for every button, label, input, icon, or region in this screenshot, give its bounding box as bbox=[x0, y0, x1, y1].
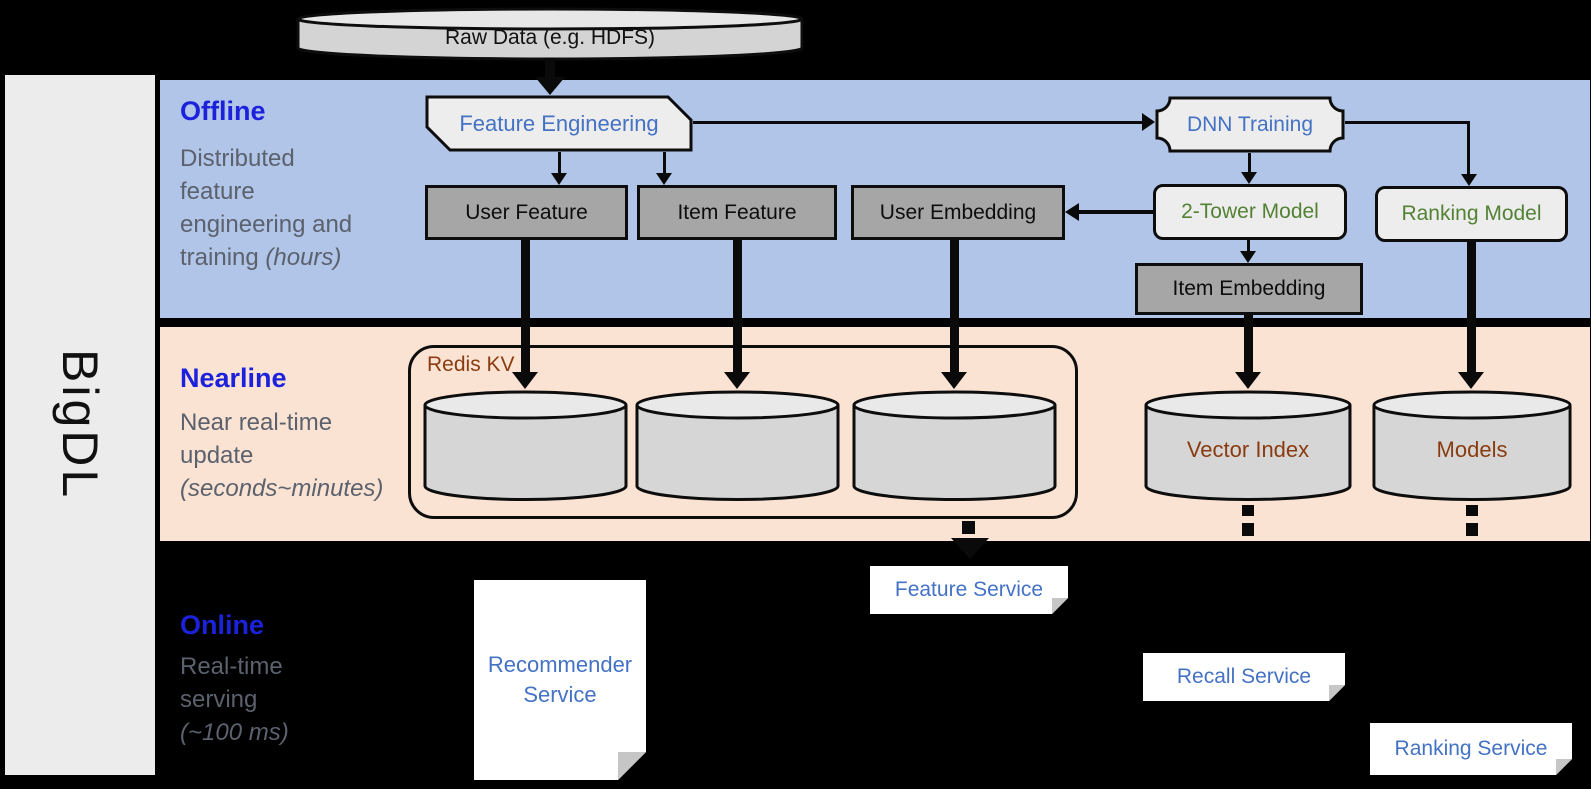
arrow-twotower-to-userembedding bbox=[1079, 210, 1153, 214]
node-feature-engineering: Feature Engineering bbox=[425, 95, 693, 152]
arrow-dnn-to-rankingmodel-v bbox=[1467, 121, 1470, 174]
dashed-link-vectorindex-1 bbox=[1242, 505, 1254, 516]
two-tower-model-label: 2-Tower Model bbox=[1181, 200, 1319, 223]
online-desc-line3: (~100 ms) bbox=[180, 719, 289, 746]
node-item-embedding: Item Embedding bbox=[1135, 263, 1363, 315]
feature-engineering-shape-icon bbox=[425, 95, 693, 152]
redis-kv-label: Redis KV bbox=[427, 353, 515, 376]
redis-kv-container bbox=[408, 345, 1078, 519]
node-user-embedding: User Embedding bbox=[851, 185, 1065, 240]
cylinder-redis-1 bbox=[423, 390, 628, 502]
online-desc-line1: Real-time bbox=[180, 653, 283, 680]
cylinder-redis-2 bbox=[635, 390, 840, 502]
arrowhead-left-icon bbox=[1065, 203, 1079, 221]
dashed-link-vectorindex-2 bbox=[1242, 523, 1254, 536]
offline-title: Offline bbox=[180, 96, 266, 126]
recall-service-label: Recall Service bbox=[1176, 665, 1312, 688]
offline-description: Distributed feature engineering and trai… bbox=[180, 142, 430, 274]
node-models: Models bbox=[1372, 390, 1572, 502]
offline-desc-line1: Distributed bbox=[180, 145, 295, 172]
vector-index-label: Vector Index bbox=[1186, 437, 1310, 463]
arrow-dnn-to-rankingmodel-h bbox=[1345, 121, 1470, 124]
arrowhead-right-icon bbox=[1142, 113, 1155, 131]
pipe-userembedding-to-redis bbox=[950, 240, 959, 372]
user-embedding-label: User Embedding bbox=[879, 200, 1037, 224]
pipe-userfeature-to-redis bbox=[521, 240, 530, 372]
nearline-desc-line3: (seconds~minutes) bbox=[180, 475, 384, 502]
online-description: Real-time serving (~100 ms) bbox=[180, 650, 420, 749]
arrow-fe-to-userfeature bbox=[558, 152, 561, 174]
arrow-fe-to-itemfeature bbox=[663, 152, 666, 174]
offline-desc-line3: engineering and bbox=[180, 211, 353, 238]
nearline-desc-line2: update bbox=[180, 442, 254, 469]
arrowhead-down-icon bbox=[1241, 172, 1257, 184]
user-feature-label: User Feature bbox=[465, 200, 588, 224]
node-vector-index: Vector Index bbox=[1144, 390, 1352, 502]
folded-corner-icon bbox=[1556, 759, 1572, 775]
dashed-link-models-2 bbox=[1466, 523, 1478, 536]
cylinder-icon bbox=[852, 390, 1057, 501]
cylinder-icon bbox=[635, 390, 840, 501]
arrow-fe-to-dnn bbox=[693, 121, 1143, 124]
node-recommender-service: Recommender Service bbox=[474, 580, 646, 780]
node-item-feature: Item Feature bbox=[637, 185, 837, 240]
nearline-description: Near real-time update (seconds~minutes) bbox=[180, 406, 440, 505]
arrowhead-down-icon bbox=[941, 372, 967, 389]
arrowhead-down-icon bbox=[1461, 174, 1477, 186]
nearline-title: Nearline bbox=[180, 363, 287, 393]
node-recall-service: Recall Service bbox=[1143, 653, 1345, 701]
arrow-twotower-to-itemembedding bbox=[1247, 240, 1250, 252]
node-feature-service: Feature Service bbox=[870, 566, 1068, 614]
arrow-rawdata-to-fe bbox=[545, 58, 555, 78]
node-ranking-model: Ranking Model bbox=[1375, 186, 1568, 242]
arrowhead-down-icon bbox=[535, 77, 565, 95]
models-label: Models bbox=[1436, 437, 1508, 463]
dashed-link-redis-to-featureservice bbox=[962, 521, 975, 534]
arrowhead-down-icon bbox=[1240, 251, 1256, 263]
arrow-dnn-to-twotower bbox=[1248, 153, 1251, 173]
folded-corner-icon bbox=[618, 752, 646, 780]
cylinder-icon bbox=[423, 390, 628, 501]
cylinder-icon bbox=[1144, 390, 1352, 501]
arrowhead-down-icon bbox=[512, 372, 538, 389]
cylinder-raw-data-icon bbox=[296, 7, 804, 61]
ranking-model-label: Ranking Model bbox=[1401, 202, 1542, 225]
pipe-itemfeature-to-redis bbox=[733, 240, 742, 372]
node-user-feature: User Feature bbox=[425, 185, 628, 240]
folded-corner-icon bbox=[1052, 598, 1068, 614]
cylinder-icon bbox=[1372, 390, 1572, 501]
bigdl-brand-label: BigDL bbox=[52, 349, 108, 501]
cylinder-redis-3 bbox=[852, 390, 1057, 502]
arrowhead-down-icon bbox=[1235, 372, 1261, 389]
raw-data-label: Raw Data (e.g. HDFS) bbox=[444, 26, 656, 49]
dashed-link-models-1 bbox=[1466, 505, 1478, 516]
online-title: Online bbox=[180, 610, 265, 640]
arrowhead-down-icon bbox=[724, 372, 750, 389]
arrowhead-down-icon bbox=[656, 173, 672, 185]
dnn-training-label: DNN Training bbox=[1186, 112, 1314, 136]
bigdl-sidebar: BigDL bbox=[5, 75, 155, 775]
offline-desc-line4: training (hours) bbox=[180, 244, 342, 271]
node-two-tower-model: 2-Tower Model bbox=[1153, 184, 1347, 240]
ranking-service-label: Ranking Service bbox=[1394, 737, 1548, 760]
offline-desc-line2: feature bbox=[180, 178, 255, 205]
arrowhead-down-icon bbox=[551, 173, 567, 185]
arrowhead-down-icon bbox=[1458, 372, 1484, 389]
item-embedding-label: Item Embedding bbox=[1172, 277, 1326, 300]
arrowhead-down-icon bbox=[951, 538, 989, 559]
pipe-itemembedding-to-vectorindex bbox=[1244, 315, 1253, 372]
recommender-service-label: Recommender Service bbox=[487, 652, 633, 707]
pipe-rankingmodel-to-models bbox=[1467, 242, 1476, 372]
folded-corner-icon bbox=[1329, 685, 1345, 701]
online-desc-line2: serving bbox=[180, 686, 258, 713]
node-raw-data: Raw Data (e.g. HDFS) bbox=[295, 6, 805, 62]
nearline-desc-line1: Near real-time bbox=[180, 409, 333, 436]
item-feature-label: Item Feature bbox=[677, 200, 797, 224]
feature-service-label: Feature Service bbox=[894, 578, 1044, 601]
node-ranking-service: Ranking Service bbox=[1370, 723, 1572, 775]
feature-engineering-label: Feature Engineering bbox=[459, 110, 659, 136]
node-dnn-training: DNN Training bbox=[1155, 96, 1345, 153]
dnn-training-shape-icon bbox=[1155, 96, 1345, 153]
